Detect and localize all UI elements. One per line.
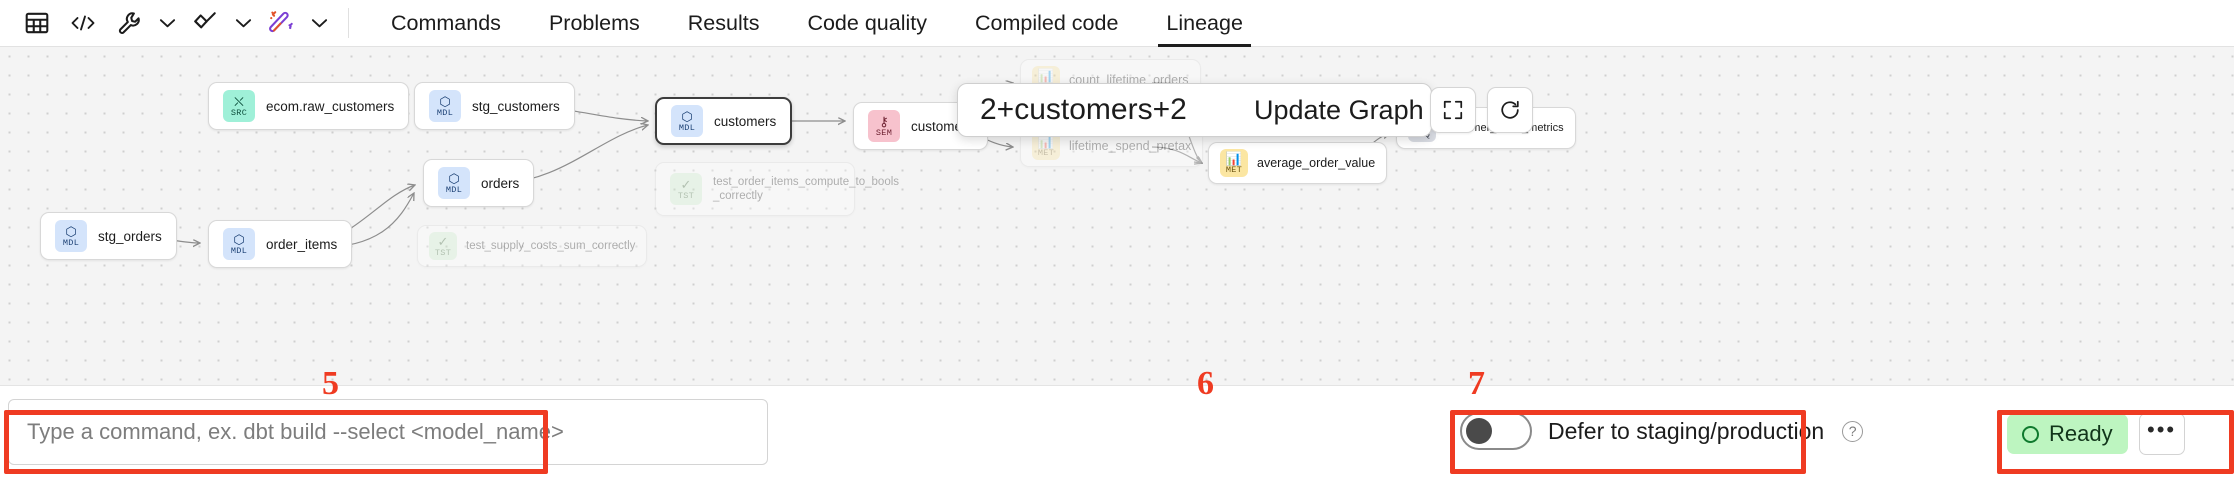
graph-selector-input[interactable]: [958, 84, 1228, 136]
lineage-node-test-order-items[interactable]: ✓TST test_order_items_compute_to_bools _…: [655, 162, 899, 216]
test-badge-icon: ✓TST: [429, 232, 457, 260]
broom-menu[interactable]: [182, 3, 258, 43]
defer-label: Defer to staging/production: [1548, 417, 1825, 444]
command-input-wrapper: [8, 399, 768, 465]
lineage-node-stg-customers[interactable]: ⬡MDL stg_customers: [414, 82, 575, 130]
node-label: test_supply_costs_sum_correctly: [466, 240, 636, 252]
node-label: lifetime_spend_pretax: [1069, 139, 1192, 153]
tab-commands[interactable]: Commands: [391, 10, 501, 35]
broom-icon[interactable]: [182, 3, 228, 43]
wrench-icon[interactable]: [106, 3, 152, 43]
model-badge-icon: ⬡MDL: [429, 90, 461, 122]
wrench-menu[interactable]: [106, 3, 182, 43]
node-label: stg_orders: [98, 228, 162, 244]
tab-problems[interactable]: Problems: [548, 10, 640, 35]
defer-control-group: Defer to staging/production ?: [1460, 412, 1864, 450]
tab-results[interactable]: Results: [687, 10, 760, 35]
toolbar-icon-group: [0, 3, 367, 43]
chevron-down-icon[interactable]: [228, 3, 258, 43]
lineage-node-customers-model[interactable]: ⬡MDL customers: [655, 97, 793, 145]
node-label: stg_customers: [472, 98, 560, 114]
model-badge-icon: ⬡MDL: [438, 167, 470, 199]
defer-toggle[interactable]: [1460, 412, 1532, 450]
help-icon[interactable]: ?: [1842, 420, 1864, 442]
node-label: order_items: [266, 236, 338, 252]
tab-compiled-code[interactable]: Compiled code: [974, 10, 1119, 35]
status-group: Ready •••: [2007, 413, 2185, 455]
model-badge-icon: ⬡MDL: [55, 220, 87, 252]
model-badge-icon: ⬡MDL: [223, 228, 255, 260]
chevron-down-icon[interactable]: [152, 3, 182, 43]
fullscreen-button[interactable]: [1430, 87, 1476, 133]
source-badge-icon: ⛌SRC: [223, 90, 255, 122]
test-badge-icon: ✓TST: [670, 173, 702, 205]
status-badge[interactable]: Ready: [2007, 414, 2128, 454]
node-label: average_order_value: [1257, 156, 1376, 170]
more-options-button[interactable]: •••: [2138, 413, 2185, 455]
lineage-node-average-order-value[interactable]: 📊MET average_order_value: [1208, 142, 1388, 184]
node-label: ecom.raw_customers: [266, 98, 395, 114]
lineage-node-stg-orders[interactable]: ⬡MDL stg_orders: [40, 212, 177, 260]
expand-icon: [1443, 100, 1463, 120]
command-input[interactable]: [8, 399, 768, 465]
node-label: test_order_items_compute_to_bools _corre…: [713, 175, 900, 202]
code-view-icon[interactable]: [60, 3, 106, 43]
toggle-knob: [1466, 418, 1492, 444]
tab-bar: Commands Problems Results Code quality C…: [367, 0, 1267, 47]
lineage-node-ecom-raw-customers[interactable]: ⛌SRC ecom.raw_customers: [208, 82, 410, 130]
node-label: orders: [481, 175, 520, 191]
refresh-button[interactable]: [1487, 87, 1533, 133]
table-view-icon[interactable]: [14, 3, 60, 43]
chevron-down-icon[interactable]: [304, 3, 334, 43]
top-toolbar: Commands Problems Results Code quality C…: [0, 0, 2234, 47]
lineage-node-order-items[interactable]: ⬡MDL order_items: [208, 220, 353, 268]
model-badge-icon: ⬡MDL: [671, 105, 703, 137]
toolbar-divider: [348, 8, 349, 38]
metric-badge-icon: 📊MET: [1220, 149, 1248, 177]
bottom-bar: Defer to staging/production ? Ready •••: [0, 385, 2234, 478]
graph-selector-panel[interactable]: Update Graph: [957, 83, 1432, 137]
lineage-node-test-supply-costs[interactable]: ✓TST test_supply_costs_sum_correctly: [417, 225, 648, 267]
status-dot-icon: [2022, 425, 2039, 443]
magic-wand-icon[interactable]: [258, 3, 304, 43]
node-label: customers: [714, 113, 777, 129]
status-label: Ready: [2049, 421, 2113, 446]
tab-lineage[interactable]: Lineage: [1142, 0, 1267, 47]
lineage-node-orders[interactable]: ⬡MDL orders: [423, 159, 535, 207]
refresh-icon: [1501, 100, 1519, 119]
semantic-badge-icon: ⚷SEM: [868, 110, 900, 142]
tab-code-quality[interactable]: Code quality: [807, 10, 927, 35]
lineage-canvas[interactable]: ⛌SRC ecom.raw_customers ⬡MDL stg_custome…: [0, 47, 2234, 385]
magic-wand-menu[interactable]: [258, 3, 334, 43]
update-graph-button[interactable]: Update Graph: [1254, 94, 1424, 125]
